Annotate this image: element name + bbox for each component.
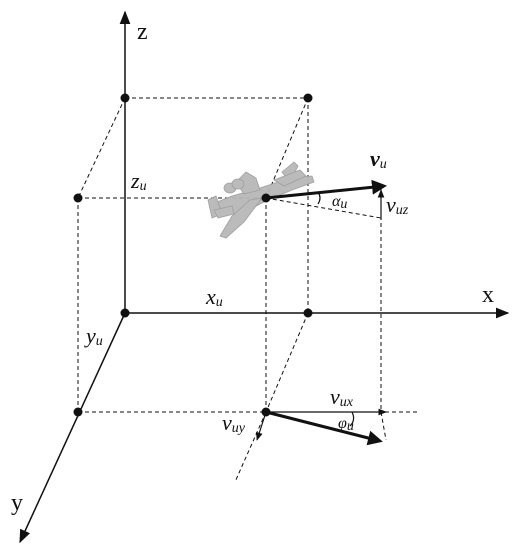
velocity-projection-horizontal [265,410,383,446]
aircraft-icon [207,161,315,239]
velocity-component-vuy [256,411,267,441]
y-axis [19,312,126,544]
label-vux: vux [330,384,354,410]
label-yu: yu [84,323,103,349]
label-zu: zu [130,168,147,194]
dashed-construction-lines [77,97,418,483]
label-vuy: vuy [222,410,246,436]
y-axis-label: y [11,490,23,516]
label-phi: φu [338,415,354,434]
phi-angle-arc [349,411,355,427]
label-vuz: vuz [386,192,409,218]
label-xu: xu [205,284,223,310]
label-vu: vu [370,146,387,172]
x-axis-label: x [482,282,494,308]
corner-points [73,93,313,417]
velocity-vector-vu [265,179,387,200]
z-axis-label: z [137,19,148,45]
alpha-angle-arc [317,191,321,205]
label-alpha: αu [332,193,347,212]
